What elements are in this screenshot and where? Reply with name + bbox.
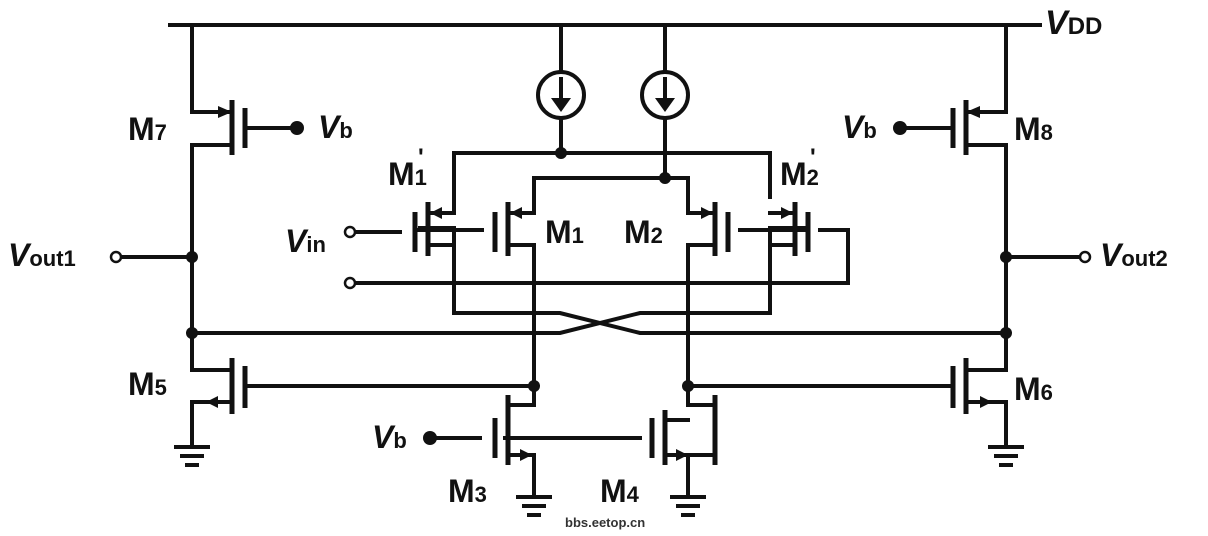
inner-tail-bus: [532, 176, 690, 212]
labels: VDD M7 Vb M8 Vb M1 ' M2 ' M1: [8, 4, 1168, 530]
m1-label: M1: [545, 214, 584, 250]
m3-source: [506, 453, 536, 497]
junction-dots: [186, 121, 1012, 445]
m1p-prime: ': [418, 144, 424, 171]
transistor-m5: [206, 358, 248, 414]
vin-label: Vin: [285, 223, 326, 259]
wiring: [118, 23, 1082, 497]
m2p-prime: ': [810, 144, 816, 171]
terminals: [109, 225, 1092, 290]
m7-drain-wire: [190, 143, 220, 335]
transistor-m6: [950, 358, 992, 414]
m2-drain: [686, 243, 717, 407]
m1-drain: [506, 243, 536, 407]
current-source-right: [640, 70, 690, 120]
transistor-m1p: [412, 202, 442, 256]
transistor-m7: [216, 100, 248, 155]
m7-label: M7: [128, 111, 167, 147]
ground-m5: [174, 445, 210, 467]
transistor-m8: [950, 100, 982, 155]
outer-tail-bus: [452, 151, 772, 199]
m8-label: M8: [1014, 111, 1053, 147]
transistor-m2: [701, 202, 731, 256]
vin-plus-m1: [413, 228, 484, 234]
m5-source-wire: [190, 400, 220, 447]
transistor-m4: [649, 395, 718, 465]
watermark-text: bbs.eetop.cn: [565, 515, 645, 530]
m5-drain-wire: [190, 331, 220, 372]
vout2-label: Vout2: [1100, 237, 1168, 273]
ground-m3: [516, 495, 552, 517]
m6-drain-wire: [978, 331, 1008, 372]
m7-source-wire: [190, 23, 220, 114]
m6-label: M6: [1014, 371, 1053, 407]
m2-label: M2: [624, 214, 663, 250]
m2p-label: M2: [780, 156, 819, 192]
vb-label-m8: Vb: [842, 109, 877, 145]
ground-m4: [670, 495, 706, 517]
transistor-m2p: [781, 202, 811, 256]
m5-label: M5: [128, 366, 167, 402]
current-source-left: [536, 70, 586, 120]
vdd-label: VDD: [1045, 4, 1102, 42]
vout1-label: Vout1: [8, 237, 76, 273]
m4-label: M4: [600, 473, 640, 509]
m3-label: M3: [448, 473, 487, 509]
m8-drain-wire: [978, 143, 1008, 335]
transistor-m3: [492, 395, 532, 465]
vb-label-m7: Vb: [318, 109, 353, 145]
vb-label-m3: Vb: [372, 419, 407, 455]
m6-source-wire: [978, 400, 1008, 447]
transistor-m1: [492, 202, 522, 256]
vin-minus-wire: [353, 228, 850, 285]
ground-m6: [988, 445, 1024, 467]
m4-source: [686, 453, 717, 497]
m1p-label: M1: [388, 156, 427, 192]
m8-source-wire: [978, 23, 1008, 114]
